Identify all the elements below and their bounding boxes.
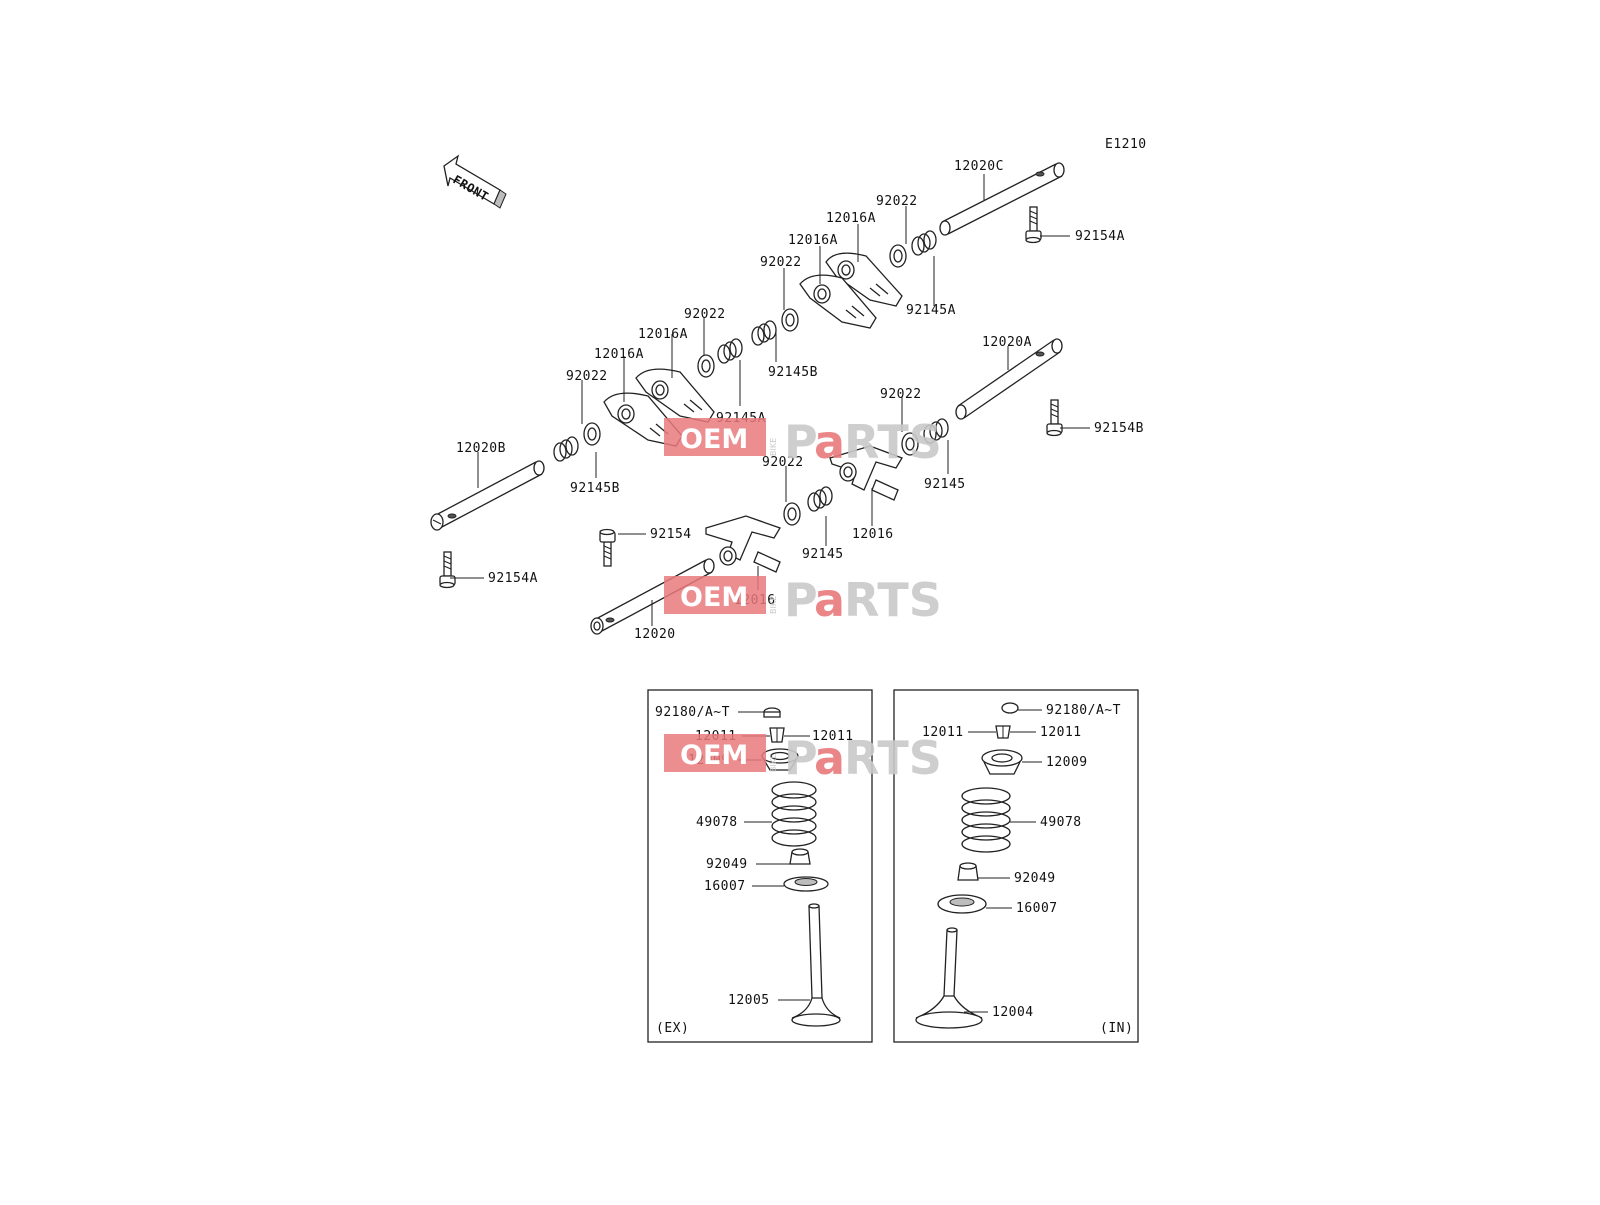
rocker-arm-12016a-a (825, 252, 903, 307)
callout-92154: 92154 (650, 527, 692, 542)
watermark-1-bike: BIKE (769, 438, 778, 456)
callout-92145b-a: 92145B (768, 365, 818, 380)
diagram-code: E1210 (1105, 137, 1147, 152)
callout-92145-b: 92145 (802, 547, 844, 562)
watermark-2: OEM BIKE P a RTS (664, 573, 942, 627)
rocker-shaft-12020c (939, 162, 1065, 236)
watermark-3-a: a (814, 731, 845, 785)
rocker-shaft-12020a (955, 338, 1063, 420)
bolt-92154 (599, 528, 616, 567)
callout-12016a-b: 12016A (788, 233, 838, 248)
ex-callout-12011-right: 12011 (812, 729, 854, 744)
exhaust-tag: (EX) (656, 1021, 689, 1036)
spring-92145-b (807, 486, 833, 512)
ex-callout-16007: 16007 (704, 879, 746, 894)
callout-92154a-lower: 92154A (488, 571, 538, 586)
intake-valve-panel: (IN) (893, 689, 1139, 1043)
callout-92145-a: 92145 (924, 477, 966, 492)
callout-92022-b: 92022 (760, 255, 802, 270)
watermark-2-oem: OEM (680, 582, 748, 613)
callout-92145a-a: 92145A (906, 303, 956, 318)
callout-92022-c: 92022 (684, 307, 726, 322)
ex-callout-92049: 92049 (706, 857, 748, 872)
watermark-3-oem: OEM (680, 740, 748, 771)
watermark-3-p: P (784, 731, 818, 785)
leader-lines (450, 174, 1090, 626)
callout-12016a-d: 12016A (594, 347, 644, 362)
valve-spring-ex (771, 781, 817, 847)
watermark-1-p: P (784, 415, 818, 469)
in-callout-16007: 16007 (1016, 901, 1058, 916)
bolt-92154a-upper (1025, 206, 1042, 244)
watermark-3: OEM BIKE P a RTS (664, 731, 942, 785)
in-callout-12011-left: 12011 (922, 725, 964, 740)
bolt-92154b (1046, 399, 1063, 437)
rocker-arm-12016a-b (799, 274, 877, 329)
callout-92022-e: 92022 (880, 387, 922, 402)
watermark-3-rts: RTS (844, 731, 942, 785)
spring-92145a-b (717, 338, 743, 364)
watermark-2-bike: BIKE (769, 596, 778, 614)
watermark-1: OEM BIKE P a RTS (664, 415, 942, 469)
watermark-3-bike: BIKE (769, 754, 778, 772)
washer-92022-d (583, 422, 601, 446)
in-callout-49078: 49078 (1040, 815, 1082, 830)
in-callout-12004: 12004 (992, 1005, 1034, 1020)
washer-92022-b (781, 308, 799, 332)
callout-92022-f: 92022 (762, 455, 804, 470)
watermark-2-p: P (784, 573, 818, 627)
watermark-1-a: a (814, 415, 845, 469)
callout-92022-d: 92022 (566, 369, 608, 384)
callout-92154a-upper: 92154A (1075, 229, 1125, 244)
spring-92145b-b (553, 436, 579, 462)
callout-12020: 12020 (634, 627, 676, 642)
valve-spring-in (961, 787, 1011, 853)
ex-callout-12005: 12005 (728, 993, 770, 1008)
front-arrow-icon: FRONT (443, 154, 507, 209)
in-callout-92180: 92180/A~T (1046, 703, 1121, 718)
callout-12020c: 12020C (954, 159, 1004, 174)
watermark-2-a: a (814, 573, 845, 627)
callout-12020b: 12020B (456, 441, 506, 456)
callout-12016-a: 12016 (852, 527, 894, 542)
callout-92154b: 92154B (1094, 421, 1144, 436)
callout-92022-a: 92022 (876, 194, 918, 209)
rocker-arm-12016-a (829, 445, 903, 501)
in-callout-12009: 12009 (1046, 755, 1088, 770)
watermark-2-rts: RTS (844, 573, 942, 627)
rocker-arm-12016-b (705, 515, 781, 573)
ex-callout-92180: 92180/A~T (655, 705, 730, 720)
rocker-shaft-12020b (430, 460, 545, 531)
intake-tag: (IN) (1100, 1021, 1133, 1036)
retainer-in (981, 749, 1023, 767)
watermark-1-oem: OEM (680, 424, 748, 455)
washer-92022-f (783, 502, 801, 526)
in-callout-92049: 92049 (1014, 871, 1056, 886)
callout-12020a: 12020A (982, 335, 1032, 350)
spring-92145b-a (751, 320, 777, 346)
washer-92022-a (889, 244, 907, 268)
spring-92145-a (923, 418, 949, 444)
in-callout-12011-right: 12011 (1040, 725, 1082, 740)
exhaust-valve (791, 903, 841, 1027)
washer-92022-c (697, 354, 715, 378)
callout-92145b-b: 92145B (570, 481, 620, 496)
ex-callout-49078: 49078 (696, 815, 738, 830)
callout-12016a-a: 12016A (826, 211, 876, 226)
rocker-arm-12016a-d (603, 392, 683, 447)
shim-in (1001, 702, 1019, 714)
intake-valve (915, 927, 983, 1029)
spring-92145a-a (911, 230, 937, 256)
watermark-1-rts: RTS (844, 415, 942, 469)
rocker-shaft-12020 (590, 558, 715, 635)
callout-12016a-c: 12016A (638, 327, 688, 342)
washer-92022-e (901, 432, 919, 456)
bolt-92154a-lower (439, 551, 456, 589)
